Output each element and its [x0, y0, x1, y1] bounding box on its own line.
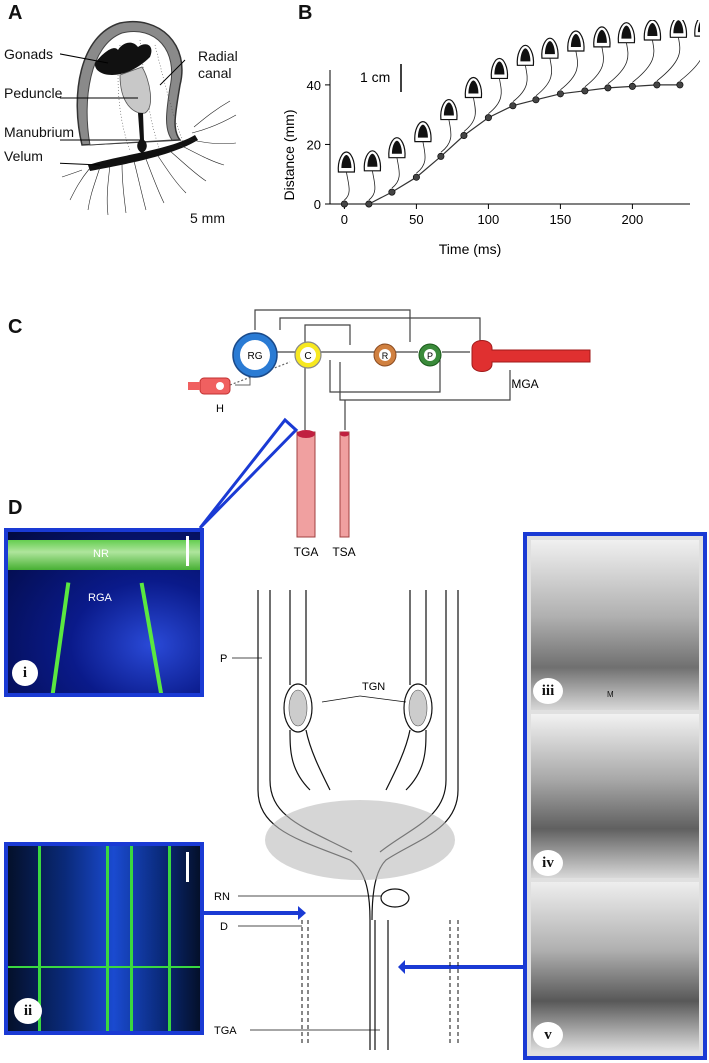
jellyfish-silhouette-icon: [584, 26, 611, 88]
node-mga-label: MGA: [511, 377, 538, 391]
micrograph-inset-i: NR RGA i: [4, 528, 204, 697]
node-h-label: H: [216, 403, 224, 415]
jellyfish-silhouette-icon: [560, 30, 585, 91]
diagram-tgn-label: TGN: [362, 681, 385, 693]
jellyfish-silhouette-icon: [656, 20, 688, 82]
em-v-badge: v: [533, 1022, 563, 1048]
jellyfish-silhouette-icon: [512, 44, 535, 103]
chart-y-axis-label: Distance (mm): [281, 109, 297, 200]
inset-ii-badge: ii: [14, 998, 42, 1024]
jellyfish-silhouette-icon: [440, 98, 458, 153]
node-rg-label: RG: [248, 351, 263, 362]
panel-d-letter: D: [8, 497, 23, 519]
inset-i-nr-label: NR: [93, 548, 109, 560]
label-velum: Velum: [4, 148, 43, 164]
diagram-d-label: D: [220, 921, 228, 933]
chart-data-point: [556, 90, 564, 98]
em-iii-badge: iii: [533, 678, 563, 704]
label-peduncle: Peduncle: [4, 85, 63, 101]
chart-x-tick-label: 150: [550, 212, 572, 227]
label-gonads: Gonads: [4, 46, 54, 62]
chart-x-tick-label: 200: [622, 212, 644, 227]
chart-x-tick-label: 100: [478, 212, 500, 227]
node-c-label: C: [304, 351, 311, 362]
chart-x-axis-label: Time (ms): [439, 241, 501, 257]
chart-y-tick-label: 40: [307, 78, 321, 93]
chart-x-tick-label: 0: [341, 212, 348, 227]
chart-data-point: [532, 96, 540, 104]
chart-data-point: [437, 152, 445, 160]
scale-label-5mm: 5 mm: [190, 210, 225, 226]
em-micrograph-strip: iii iv v M: [523, 532, 707, 1060]
jellyfish-silhouette-icon: [488, 57, 509, 114]
chart-data-point: [460, 132, 468, 140]
jellyfish-silhouette-icon: [679, 20, 700, 82]
jellyfish-silhouette-icon: [337, 151, 356, 201]
diagram-p-label: P: [220, 653, 227, 665]
chart-data-point: [628, 82, 636, 90]
jellyfish-silhouette-icon: [632, 20, 662, 83]
panel-a-letter: A: [8, 2, 23, 24]
diagram-tga-label: TGA: [214, 1025, 237, 1037]
em-panel-iv: [531, 714, 699, 878]
node-p-label: P: [427, 351, 433, 361]
chart-data-point: [388, 188, 396, 196]
diagram-rn-label: RN: [214, 891, 230, 903]
chart-data-point: [653, 81, 661, 89]
jellyfish-silhouette-icon: [388, 137, 406, 189]
jellyfish-silhouette-icon: [363, 150, 382, 201]
chart-data-point: [509, 102, 517, 110]
inset-i-badge: i: [12, 660, 38, 686]
neural-circuit-diagram: RG C R P H MGA TGA TSA: [188, 309, 591, 559]
jellyfish-silhouette-icon: [607, 22, 636, 85]
em-m-label: M: [607, 690, 614, 699]
scale-label-1cm: 1 cm: [360, 69, 390, 85]
chart-data-point: [484, 114, 492, 122]
chart-data-point: [412, 173, 420, 181]
chart-y-tick-label: 0: [314, 197, 321, 212]
chart-y-tick-label: 20: [307, 137, 321, 152]
inset-i-rga-label: RGA: [88, 592, 112, 604]
jellyfish-silhouette-icon: [535, 37, 559, 97]
chart-data-point: [581, 87, 589, 95]
label-radial-line1: Radial: [198, 48, 238, 64]
chart-data-point: [676, 81, 684, 89]
label-manubrium: Manubrium: [4, 124, 75, 140]
jellyfish-silhouette-icon: [463, 76, 483, 132]
em-iv-badge: iv: [533, 850, 563, 876]
node-tga-label: TGA: [294, 545, 319, 559]
panel-b-letter: B: [298, 2, 313, 24]
chart-data-point: [340, 200, 348, 208]
node-tsa-label: TSA: [332, 545, 355, 559]
chart-data-point: [365, 200, 373, 208]
node-r-label: R: [382, 351, 389, 361]
label-radial-line2: canal: [198, 65, 232, 81]
panel-c-letter: C: [8, 316, 23, 338]
chart-x-tick-label: 50: [409, 212, 423, 227]
tentacle-base-diagram: P TGN RN D TGA: [214, 590, 459, 1050]
chart-data-point: [604, 84, 612, 92]
micrograph-inset-ii: ii: [4, 842, 204, 1035]
em-panel-v: [531, 882, 699, 1052]
jellyfish-silhouette-icon: [414, 120, 432, 174]
distance-time-chart: 0 50 100 150 200 0 20 40 Time (ms) Distance (mm…: [281, 20, 700, 257]
jellyfish-anatomy-drawing: [60, 21, 237, 216]
